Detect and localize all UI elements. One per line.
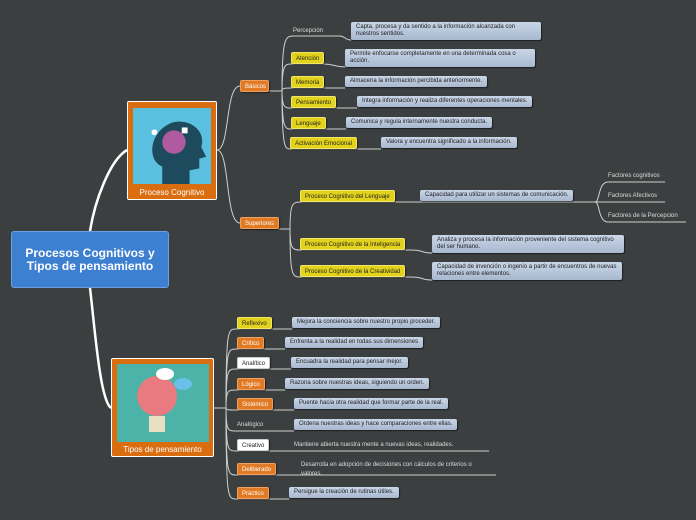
superiores-node[interactable]: Superiores: [240, 217, 280, 229]
creativo-desc[interactable]: Mantiene abierta nuestra mente a nuevas …: [294, 442, 454, 448]
analitico-desc[interactable]: Encuadra la realidad para pensar mejor.: [291, 357, 408, 368]
pc-creatividad-desc[interactable]: Capacidad de invención o ingenio a parti…: [432, 262, 622, 280]
tipos-pensamiento-node[interactable]: Tipos de pensamiento: [111, 358, 214, 457]
factores-cognitivos-node[interactable]: Factores cognitivos: [608, 173, 660, 179]
lenguaje-node[interactable]: Lenguaje: [291, 117, 326, 129]
pc-inteligencia-node[interactable]: Proceso Cognitivo de la Inteligencia: [300, 238, 406, 250]
pensamiento-desc[interactable]: Integra información y realiza diferentes…: [357, 96, 533, 107]
activacion-emocional-node[interactable]: Activación Emocional: [290, 137, 358, 149]
logico-node[interactable]: Lógico: [237, 378, 265, 390]
logico-desc[interactable]: Razona sobre nuestras ideas, siguiendo u…: [285, 378, 430, 389]
analogico-desc[interactable]: Ordena nuestras ideas y hace comparacion…: [294, 419, 458, 430]
proceso-cognitivo-node[interactable]: Proceso Cognitivo: [127, 101, 217, 200]
percepcion-node[interactable]: Percepción: [293, 28, 324, 34]
reflexivo-desc[interactable]: Mejora la conciencia sobre nuestro propi…: [292, 317, 441, 328]
reflexivo-node[interactable]: Reflexivo: [237, 317, 272, 329]
brain-head-icon: [133, 107, 211, 185]
deliberado-desc[interactable]: Desarrolla en adopción de decisiones con…: [301, 462, 472, 477]
practico-desc[interactable]: Persigue la creación de rutinas útiles.: [289, 487, 399, 498]
pc-lenguaje-node[interactable]: Proceso Cognitivo del Lenguaje: [300, 190, 395, 202]
factores-afectivos-node[interactable]: Factores Afectivos: [608, 193, 658, 199]
lightbulb-brain-icon: [117, 364, 209, 442]
lenguaje-desc[interactable]: Comunica y regula internamente nuestra c…: [346, 117, 493, 128]
practico-node[interactable]: Práctico: [237, 487, 269, 499]
pensamiento-node[interactable]: Pensamiento: [291, 96, 337, 108]
analogico-node[interactable]: Analógico: [237, 422, 264, 428]
sistemico-node[interactable]: Sistémico: [237, 398, 274, 410]
critico-node[interactable]: Crítico: [237, 337, 265, 349]
memoria-node[interactable]: Memoria: [291, 76, 325, 88]
node-label: Tipos de pensamiento: [123, 445, 202, 454]
sistemico-desc[interactable]: Puente hacia otra realidad que formar pa…: [294, 398, 449, 409]
atencion-node[interactable]: Atención: [291, 52, 325, 64]
atencion-desc[interactable]: Permite enfocarse completamente en una d…: [345, 49, 535, 67]
node-label: Proceso Cognitivo: [139, 188, 205, 197]
central-topic[interactable]: Procesos Cognitivos y Tipos de pensamien…: [11, 231, 169, 288]
memoria-desc[interactable]: Almacena la información percibida anteri…: [345, 76, 488, 87]
deliberado-node[interactable]: Deliberado: [237, 463, 277, 475]
activacion-emocional-desc[interactable]: Valora y encuentra significado a la info…: [381, 137, 517, 148]
critico-desc[interactable]: Enfrenta a la realidad en todas sus dime…: [285, 337, 424, 348]
creativo-node[interactable]: Creativo: [237, 439, 270, 451]
pc-lenguaje-desc[interactable]: Capacidad para utilizar un sistemas de c…: [420, 190, 574, 201]
basicos-node[interactable]: Básicos: [240, 80, 269, 92]
factores-percepcion-node[interactable]: Factores de la Percepcion: [608, 213, 678, 219]
analitico-node[interactable]: Analítico: [237, 357, 271, 369]
pc-creatividad-node[interactable]: Proceso Cognitivo de la Creatividad: [300, 265, 406, 277]
percepcion-desc[interactable]: Capta, procesa y da sentido a la informa…: [351, 22, 541, 40]
pc-inteligencia-desc[interactable]: Analiza y procesa la información proveni…: [432, 235, 624, 253]
